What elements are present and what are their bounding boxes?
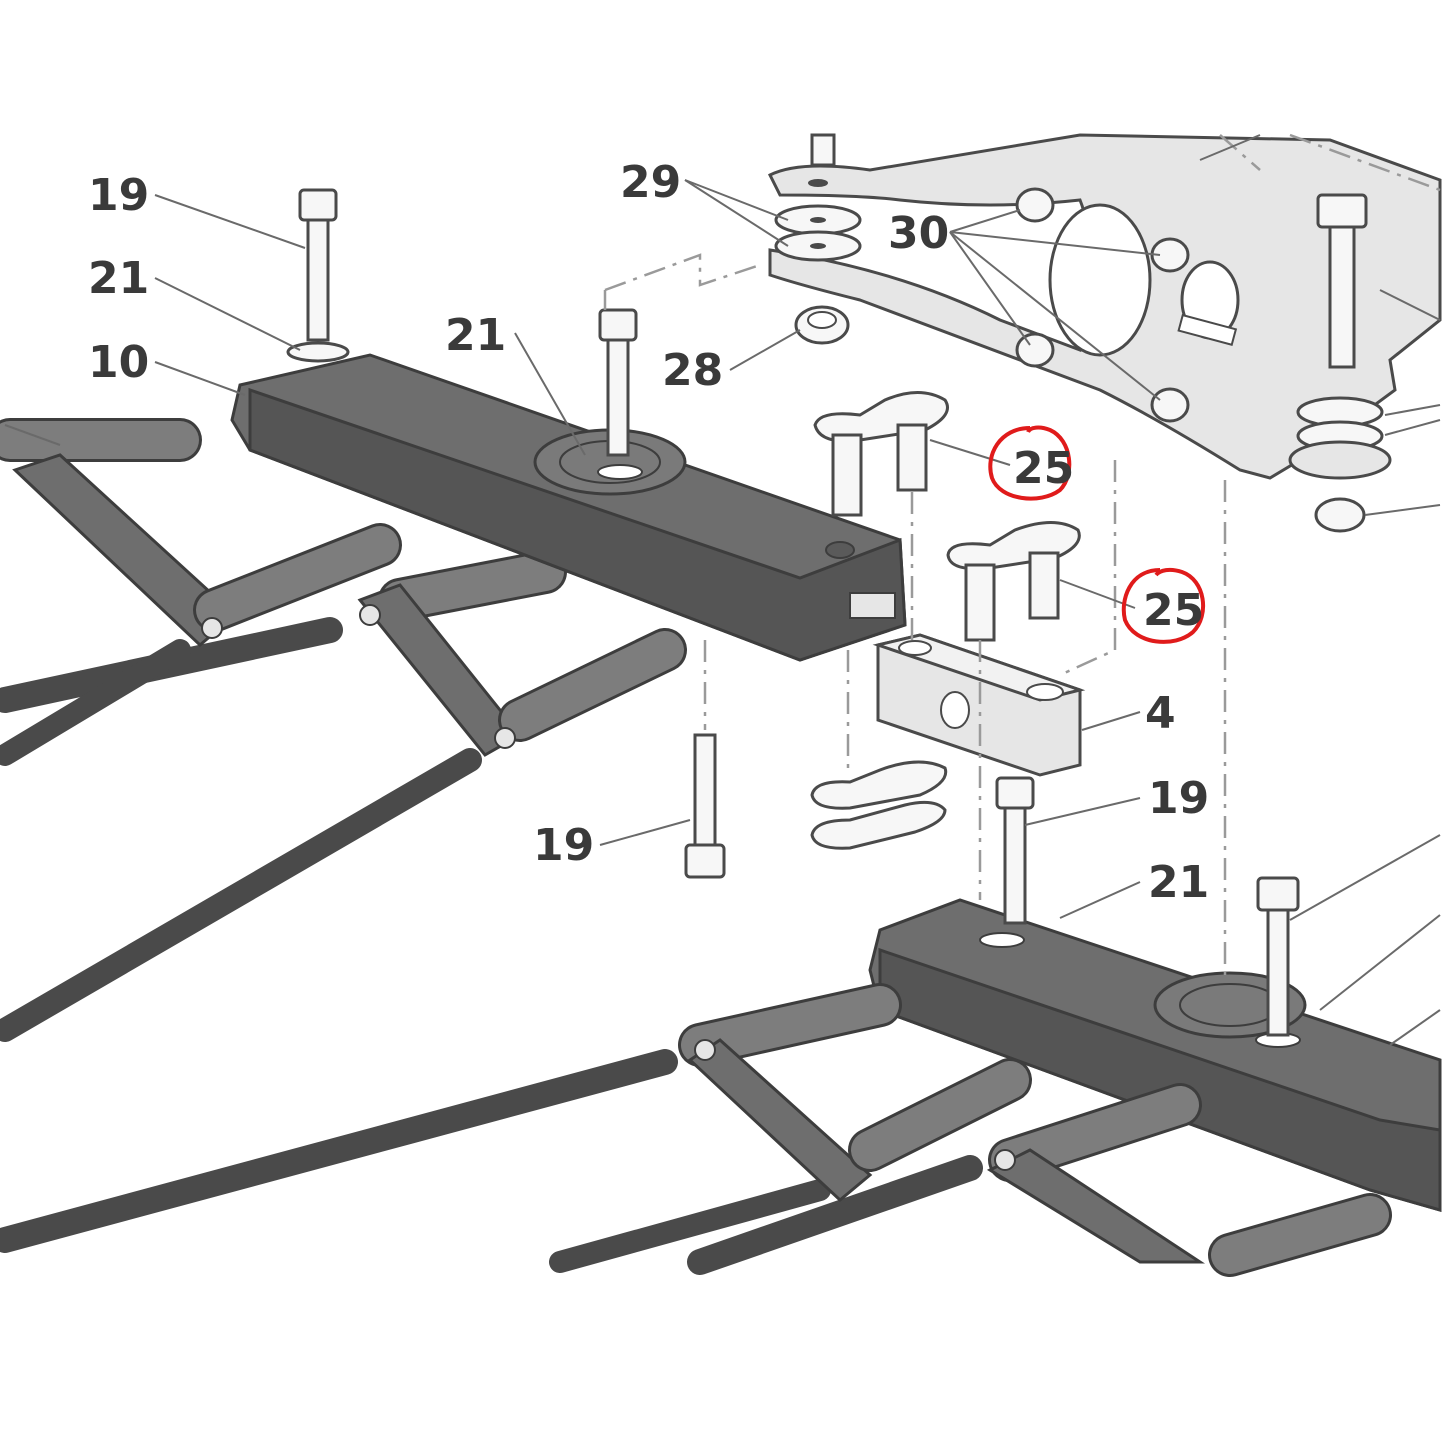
callout-10: 10 bbox=[88, 337, 149, 388]
link-plate-bottom bbox=[810, 760, 948, 850]
bolt-top-right bbox=[1316, 193, 1368, 369]
bolt-19-bottom bbox=[684, 733, 726, 879]
callout-21-bottom-right: 21 bbox=[1148, 857, 1209, 908]
highlight-marks bbox=[988, 425, 1206, 644]
right-linkage bbox=[678, 983, 1392, 1277]
callout-25-lower: 25 bbox=[1143, 585, 1204, 636]
washer-stack-left bbox=[774, 133, 862, 262]
upper-bracket bbox=[767, 133, 1442, 480]
callout-4: 4 bbox=[1145, 688, 1176, 739]
nut-28 bbox=[794, 305, 850, 345]
callout-19-top-left: 19 bbox=[88, 170, 149, 221]
bolt-19-top-left bbox=[286, 188, 350, 363]
callout-19-bottom: 19 bbox=[533, 820, 594, 871]
assembly-axes bbox=[603, 133, 1441, 975]
rear-rod-assembly-left bbox=[0, 617, 983, 1275]
callout-28: 28 bbox=[662, 345, 723, 396]
callout-30: 30 bbox=[888, 208, 949, 259]
bolt-19-right bbox=[995, 776, 1035, 925]
highlight-circle-25-upper bbox=[988, 425, 1072, 501]
left-linkage bbox=[0, 418, 687, 757]
callout-29: 29 bbox=[620, 157, 681, 208]
highlight-circle-25-lower bbox=[1121, 567, 1206, 644]
callout-21-center: 21 bbox=[445, 310, 506, 361]
callout-labels: 19 21 10 21 29 30 28 25 25 4 19 19 21 bbox=[88, 157, 1209, 908]
callout-19-right: 19 bbox=[1148, 773, 1209, 824]
callout-21-top-left: 21 bbox=[88, 253, 149, 304]
carrier-bar-left bbox=[230, 353, 907, 662]
bolt-bottom-far-right bbox=[1256, 876, 1300, 1037]
bolt-center bbox=[598, 308, 638, 457]
link-plate-25-lower bbox=[946, 521, 1081, 642]
washer-stack-right bbox=[1288, 396, 1392, 533]
callout-25-upper: 25 bbox=[1013, 443, 1074, 494]
leader-lines bbox=[4, 134, 1441, 1046]
link-plate-25-upper bbox=[813, 391, 949, 517]
block-4 bbox=[872, 633, 1086, 777]
